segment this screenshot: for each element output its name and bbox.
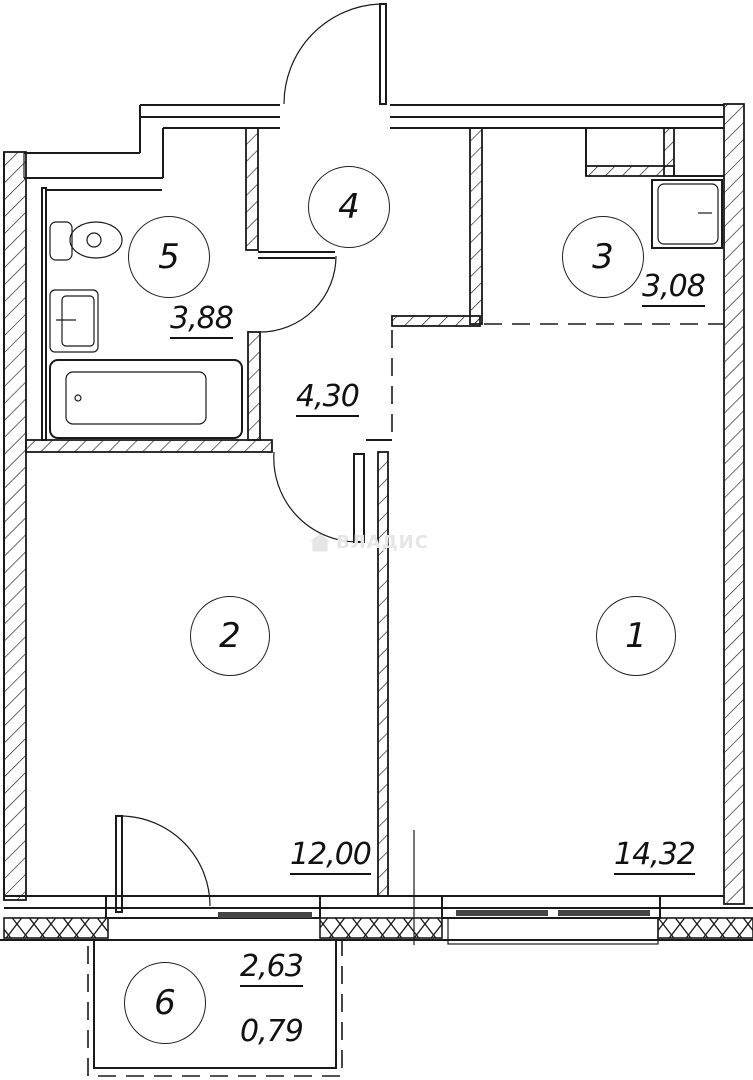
room-6-area: 2,63	[240, 950, 304, 987]
room-6-number: 6	[124, 962, 206, 1044]
room-1-number: 1	[596, 596, 676, 676]
balcony-door	[105, 815, 321, 919]
room-3-number: 3	[562, 216, 644, 298]
watermark: ВЛАДИС	[310, 532, 429, 553]
bathtub-icon	[49, 359, 243, 439]
living-room-window	[441, 895, 661, 945]
room-4-number: 4	[308, 166, 390, 248]
room-5-number: 5	[128, 216, 210, 298]
bathroom-door	[259, 255, 337, 333]
entrance-door	[283, 3, 387, 105]
kitchen-sink-icon	[651, 179, 723, 249]
room-2-area: 12,00	[290, 838, 372, 875]
balcony-outline	[87, 939, 343, 1077]
room-2-number: 2	[190, 596, 270, 676]
toilet-icon	[49, 221, 123, 261]
room-3-area: 3,08	[642, 270, 706, 307]
room-4-area: 4,30	[296, 380, 360, 417]
watermark-text: ВЛАДИС	[336, 532, 429, 553]
left-exterior-wall	[3, 151, 27, 901]
house-logo-icon	[310, 533, 330, 552]
room-6-area-reduced: 0,79	[240, 1014, 304, 1049]
sink-icon	[49, 289, 99, 353]
room-5-area: 3,88	[170, 302, 234, 339]
bedroom-door	[273, 451, 359, 543]
right-exterior-wall	[723, 103, 745, 905]
hall-kitchen-partition	[391, 127, 724, 440]
room-1-area: 14,32	[614, 838, 696, 875]
top-walls	[23, 104, 724, 179]
kitchen-niche	[585, 127, 724, 177]
bathroom-walls	[25, 127, 335, 453]
